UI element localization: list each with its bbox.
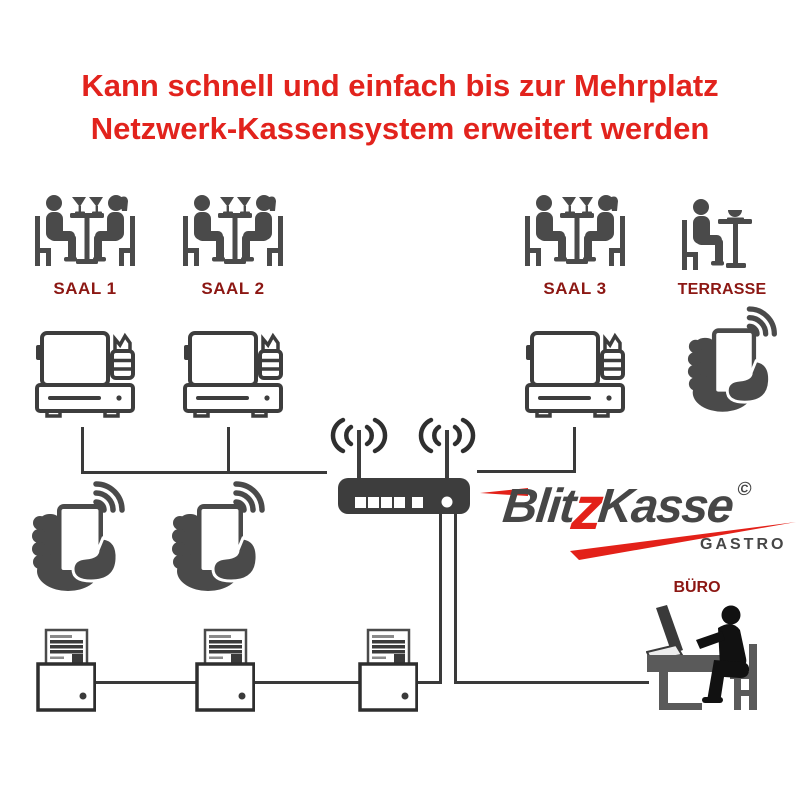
connector-pos1-down — [81, 427, 84, 474]
office-label: BÜRO — [673, 579, 721, 596]
dining-table-two-guests-icon — [33, 186, 137, 274]
connector-router-down-left — [439, 514, 442, 684]
zone-label-saal2: SAAL 2 — [201, 279, 265, 298]
logo-wordmark: BlitzKasse© — [500, 466, 754, 542]
logo-part3: Kasse — [595, 480, 736, 533]
receipt-printer-icon — [195, 628, 255, 712]
pos-terminal-icon — [35, 329, 135, 421]
headline-line2: Netzwerk-Kassensystem erweitert werden — [90, 111, 710, 146]
pos-terminal-icon — [525, 329, 625, 421]
dining-table-two-guests-icon — [181, 186, 285, 274]
connector-router-down-right — [454, 514, 457, 684]
logo-part1: Blit — [500, 480, 578, 533]
receipt-printer-icon — [358, 628, 418, 712]
dining-table-two-guests-icon — [523, 186, 627, 274]
connector-right-bus — [477, 470, 576, 473]
blitzkasse-logo: BlitzKasse© GASTRO — [476, 464, 798, 566]
dining-table-one-guest-icon — [680, 190, 760, 278]
connector-left-bus — [81, 471, 327, 474]
wifi-handheld-icon — [30, 478, 130, 592]
connector-printer1-printer2 — [95, 681, 197, 684]
connector-printer2-printer3 — [254, 681, 360, 684]
connector-pos3-down — [573, 427, 576, 473]
wifi-router-icon — [325, 408, 485, 518]
logo-copyright: © — [736, 479, 753, 500]
logo-swoosh-graphics — [480, 488, 796, 560]
connector-pos2-down — [227, 427, 230, 474]
headline-line1: Kann schnell und einfach bis zur Mehrpla… — [81, 68, 719, 103]
connector-printer3-link — [417, 681, 442, 684]
wifi-handheld-icon — [170, 478, 270, 592]
zone-label-terrasse: TERRASSE — [677, 281, 767, 298]
zone-label-saal1: SAAL 1 — [53, 279, 117, 298]
receipt-printer-icon — [36, 628, 96, 712]
connector-office-link — [455, 681, 649, 684]
zone-label-saal3: SAAL 3 — [543, 279, 607, 298]
wifi-handheld-icon — [686, 302, 782, 414]
office-desk-icon — [646, 598, 782, 720]
pos-terminal-icon — [183, 329, 283, 421]
logo-subtitle: GASTRO — [700, 536, 787, 553]
headline: Kann schnell und einfach bis zur Mehrpla… — [0, 64, 800, 150]
